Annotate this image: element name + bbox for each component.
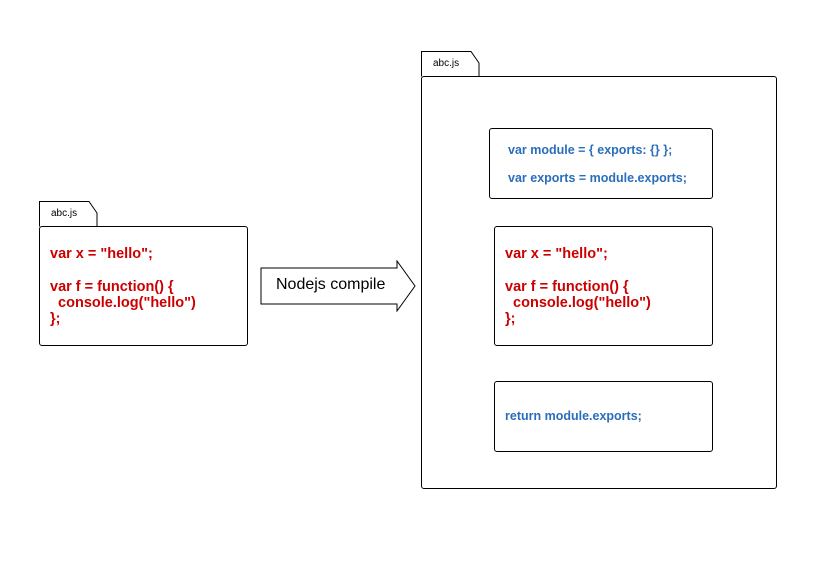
module-epilogue-box: return module.exports; (494, 381, 713, 452)
prologue-line-1: var module = { exports: {} }; (508, 143, 673, 157)
compile-arrow-label: Nodejs compile (276, 276, 386, 293)
compiled-file-tab-label: abc.js (433, 58, 460, 69)
source-code-line-3: var f = function() { (50, 279, 174, 295)
body-code-line-3: var f = function() { (505, 279, 629, 295)
source-file-tab-shape (39, 201, 98, 227)
source-file-box: var x = "hello"; var f = function() { co… (39, 226, 248, 346)
compiled-file-box: var module = { exports: {} }; var export… (421, 76, 777, 489)
source-code-line-1: var x = "hello"; (50, 246, 153, 262)
body-code-line-5: }; (505, 311, 516, 327)
module-body-box: var x = "hello"; var f = function() { co… (494, 226, 713, 346)
compiled-file-tab-shape (421, 51, 480, 77)
compiled-file-tab: abc.js (421, 51, 481, 77)
body-code-line-1: var x = "hello"; (505, 246, 608, 262)
source-code-line-4: console.log("hello") (50, 295, 196, 311)
source-code-line-5: }; (50, 311, 61, 327)
module-prologue-box: var module = { exports: {} }; var export… (489, 128, 713, 199)
body-code-line-4: console.log("hello") (505, 295, 651, 311)
source-file-tab-label: abc.js (51, 208, 78, 219)
epilogue-line-1: return module.exports; (505, 409, 642, 423)
source-file-tab: abc.js (39, 201, 99, 227)
compile-arrow (260, 260, 416, 312)
prologue-line-3: var exports = module.exports; (508, 171, 687, 185)
